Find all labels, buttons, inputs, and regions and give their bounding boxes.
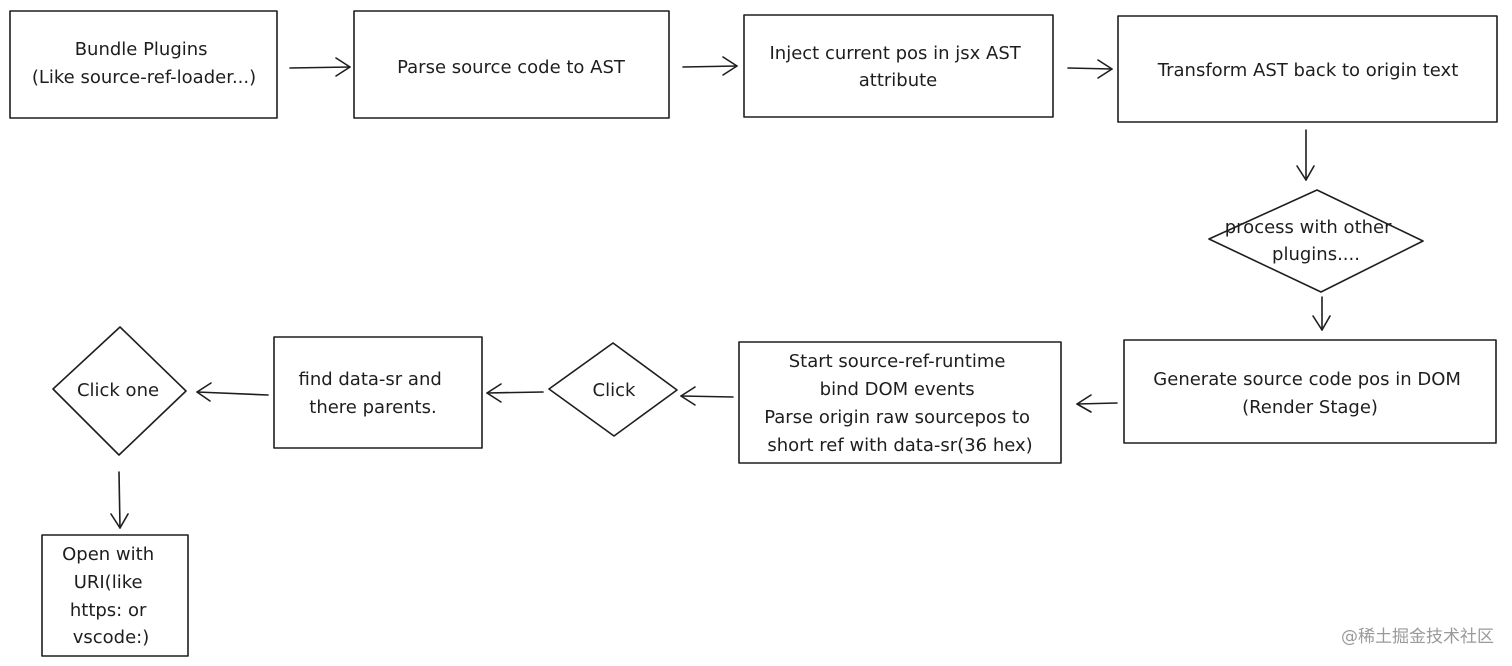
node-parse-source: Parse source code to AST — [353, 10, 670, 119]
node-parse-source-label: Parse source code to AST — [397, 57, 626, 78]
node-start-runtime: Start source-ref-runtime bind DOM events… — [738, 341, 1062, 464]
node-generate-pos-label: Generate source code pos in DOM (Render … — [1153, 369, 1466, 418]
arrow-parse-to-inject-shaft — [682, 65, 738, 68]
node-open-uri-line-4: vscode:) — [73, 627, 150, 648]
node-find-data-sr-label: find data-sr and there parents. — [298, 369, 447, 418]
arrow-transform-to-process-head — [1296, 165, 1315, 181]
node-process-plugins-line-2: plugins.... — [1272, 244, 1360, 265]
arrow-click-to-find — [486, 383, 544, 403]
arrow-transform-to-process — [1296, 129, 1315, 181]
node-open-uri-line-1: Open with — [62, 544, 154, 565]
node-start-runtime-line-2: bind DOM events — [820, 379, 975, 400]
arrow-click-one-to-open — [110, 471, 129, 529]
arrow-bundle-to-parse — [289, 57, 351, 77]
node-start-runtime-line-1: Start source-ref-runtime — [789, 351, 1006, 372]
node-start-runtime-line-4: short ref with data-sr(36 hex) — [767, 435, 1032, 456]
node-transform-ast-label: Transform AST back to origin text — [1157, 60, 1459, 81]
node-inject-pos-line-2: attribute — [859, 70, 938, 91]
node-transform-ast-line-1: Transform AST back to origin text — [1157, 60, 1459, 81]
arrow-parse-to-inject — [682, 56, 738, 76]
arrow-click-to-find-head — [486, 383, 502, 403]
node-open-uri-label: Open with URI(like https: or vscode:) — [62, 544, 160, 648]
node-start-runtime-line-3: Parse origin raw sourcepos to — [764, 407, 1030, 428]
arrow-inject-to-transform-head — [1097, 59, 1113, 79]
arrow-runtime-to-click — [680, 386, 734, 406]
node-transform-ast: Transform AST back to origin text — [1117, 15, 1498, 123]
node-generate-pos-line-2: (Render Stage) — [1242, 397, 1378, 418]
node-bundle-plugins-shape — [9, 10, 278, 119]
node-find-data-sr-shape — [273, 336, 483, 449]
node-transform-ast-shape — [1117, 15, 1498, 123]
arrow-runtime-to-click-head — [680, 386, 696, 406]
node-generate-pos: Generate source code pos in DOM (Render … — [1123, 339, 1497, 444]
node-parse-source-line-1: Parse source code to AST — [397, 57, 626, 78]
arrow-find-to-click-one-shaft — [196, 391, 269, 396]
node-bundle-plugins: Bundle Plugins (Like source-ref-loader..… — [9, 10, 278, 119]
node-inject-pos-line-1: Inject current pos in jsx AST — [769, 43, 1021, 64]
node-click-line-1: Click — [593, 380, 636, 401]
node-find-data-sr-line-2: there parents. — [309, 397, 436, 418]
node-start-runtime-shape — [738, 341, 1062, 464]
node-inject-pos: Inject current pos in jsx AST attribute — [743, 14, 1054, 118]
arrow-bundle-to-parse-shaft — [289, 66, 351, 69]
node-click-one: Click one — [52, 326, 187, 456]
node-click-one-shape — [52, 326, 187, 456]
arrow-process-to-generate-head — [1312, 315, 1331, 331]
node-find-data-sr: find data-sr and there parents. — [273, 336, 483, 449]
arrow-runtime-to-click-shaft — [680, 395, 734, 398]
node-open-uri-line-2: URI(like — [74, 572, 143, 593]
node-click-one-line-1: Click one — [77, 380, 159, 401]
node-bundle-plugins-line-1: Bundle Plugins — [75, 39, 208, 60]
node-find-data-sr-line-1: find data-sr and — [298, 369, 441, 390]
node-inject-pos-label: Inject current pos in jsx AST attribute — [769, 43, 1026, 91]
node-open-uri-line-3: https: or — [70, 600, 147, 621]
arrow-parse-to-inject-head — [722, 56, 738, 76]
node-generate-pos-shape — [1123, 339, 1497, 444]
arrow-generate-to-runtime-shaft — [1076, 402, 1118, 405]
node-click-shape — [548, 342, 678, 437]
node-process-plugins: process with other plugins.... — [1208, 189, 1424, 293]
arrow-click-one-to-open-head — [110, 513, 129, 529]
node-bundle-plugins-label: Bundle Plugins (Like source-ref-loader..… — [32, 39, 256, 88]
node-process-plugins-line-1: process with other — [1225, 217, 1392, 238]
watermark: @稀土掘金技术社区 — [1341, 627, 1494, 647]
node-click-label: Click — [593, 380, 636, 401]
node-generate-pos-line-1: Generate source code pos in DOM — [1153, 369, 1461, 390]
node-process-plugins-shape — [1208, 189, 1424, 293]
node-click-one-label: Click one — [77, 380, 159, 401]
node-inject-pos-shape — [743, 14, 1054, 118]
arrow-find-to-click-one-head — [196, 382, 212, 402]
arrow-click-one-to-open-shaft — [118, 471, 121, 529]
node-click: Click — [548, 342, 678, 437]
arrow-process-to-generate — [1312, 296, 1331, 331]
arrow-click-to-find-shaft — [486, 391, 544, 394]
node-parse-source-shape — [353, 10, 670, 119]
arrow-inject-to-transform-shaft — [1067, 67, 1113, 70]
node-process-plugins-label: process with other plugins.... — [1225, 217, 1398, 265]
arrow-generate-to-runtime-head — [1076, 394, 1092, 413]
node-open-uri: Open with URI(like https: or vscode:) — [41, 534, 189, 657]
arrow-bundle-to-parse-head — [335, 57, 351, 77]
node-bundle-plugins-line-2: (Like source-ref-loader...) — [32, 67, 256, 88]
node-start-runtime-label: Start source-ref-runtime bind DOM events… — [764, 351, 1036, 456]
node-open-uri-shape — [41, 534, 189, 657]
arrow-generate-to-runtime — [1076, 394, 1118, 413]
arrow-find-to-click-one — [196, 382, 269, 402]
arrow-inject-to-transform — [1067, 59, 1113, 79]
